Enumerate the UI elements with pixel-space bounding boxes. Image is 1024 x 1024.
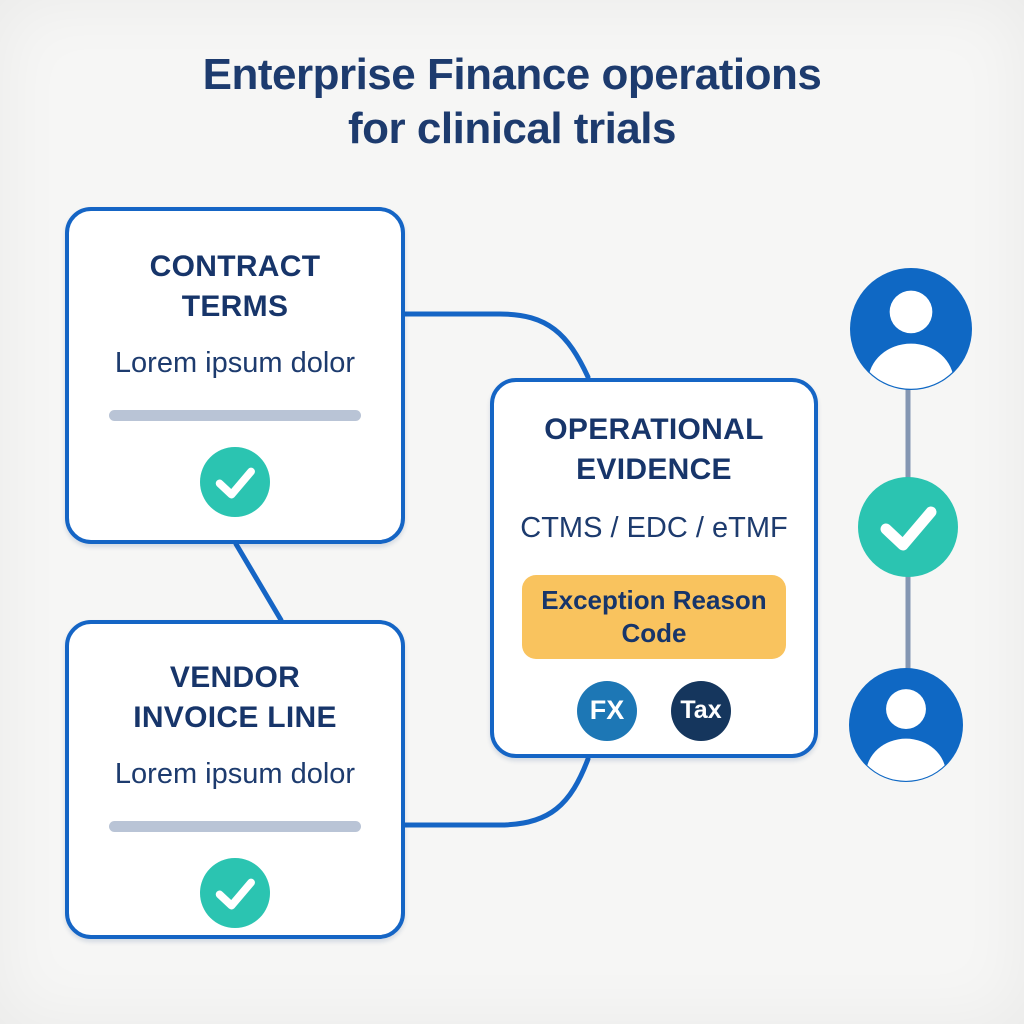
person-icon xyxy=(850,268,972,390)
vendor-title-line-2: INVOICE LINE xyxy=(133,700,337,734)
operational-evidence-card-title: OPERATIONAL EVIDENCE xyxy=(544,410,763,490)
check-icon xyxy=(200,446,270,517)
operational-evidence-card: OPERATIONAL EVIDENCE CTMS / EDC / eTMF E… xyxy=(490,378,818,758)
vendor-body-text: Lorem ipsum dolor xyxy=(114,757,356,790)
contract-title-line-1: CONTRACT xyxy=(149,250,321,283)
connector-vendor-to-evidence xyxy=(399,756,591,828)
evidence-systems-text: CTMS / EDC / eTMF xyxy=(520,511,788,544)
connector-contract-to-evidence xyxy=(401,311,591,380)
evidence-chips-row: FX Tax xyxy=(577,680,731,741)
contract-terms-card-title: CONTRACT TERMS xyxy=(150,247,321,327)
contract-body-text: Lorem ipsum dolor xyxy=(114,346,356,379)
badge-line-1: Exception Reason xyxy=(541,585,767,616)
evidence-title-line-2: EVIDENCE xyxy=(576,452,732,486)
tax-chip: Tax xyxy=(671,680,731,741)
exception-reason-code-badge: Exception Reason Code xyxy=(522,574,786,659)
check-icon xyxy=(200,857,270,928)
vendor-invoice-card-title: VENDOR INVOICE LINE xyxy=(133,658,337,738)
vendor-title-line-1: VENDOR xyxy=(169,661,301,694)
fx-chip-label: FX xyxy=(589,695,625,726)
page-title: Enterprise Finance operations for clinic… xyxy=(0,48,1024,155)
page-title-line-1: Enterprise Finance operations xyxy=(202,50,822,99)
check-icon xyxy=(858,477,958,577)
evidence-title-line-1: OPERATIONAL xyxy=(544,413,764,446)
placeholder-bar xyxy=(109,820,361,832)
vendor-invoice-line-card: VENDOR INVOICE LINE Lorem ipsum dolor xyxy=(65,620,405,939)
tax-chip-label: Tax xyxy=(680,696,722,725)
page-title-line-2: for clinical trials xyxy=(348,103,676,153)
fx-chip: FX xyxy=(577,680,637,741)
connector-contract-to-vendor xyxy=(233,541,284,623)
badge-line-2: Code xyxy=(621,617,687,648)
contract-title-line-2: TERMS xyxy=(181,289,289,323)
person-icon xyxy=(849,668,963,782)
placeholder-bar xyxy=(109,409,361,421)
contract-terms-card: CONTRACT TERMS Lorem ipsum dolor xyxy=(65,207,405,544)
